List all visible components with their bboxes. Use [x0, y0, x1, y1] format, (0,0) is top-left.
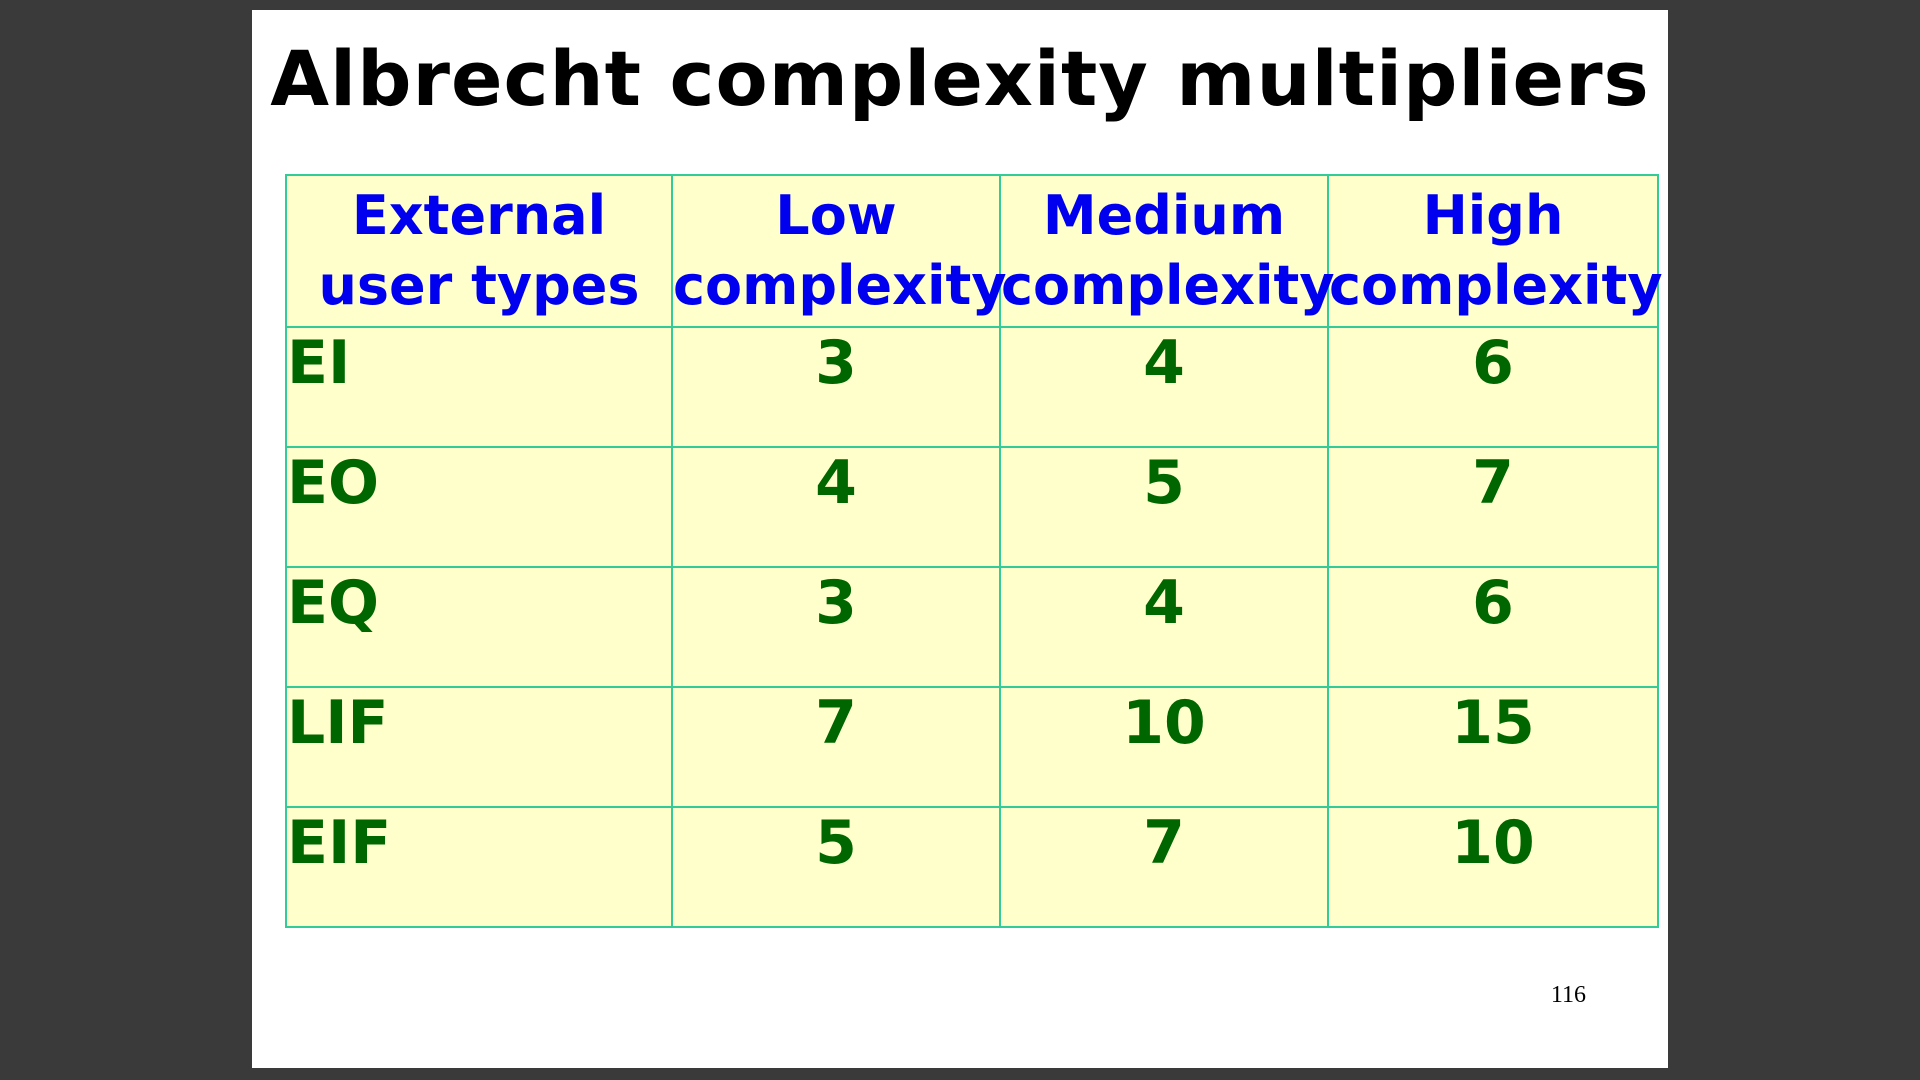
header-user-types: External user types — [285, 174, 673, 328]
cell-high: 15 — [1327, 686, 1659, 808]
cell-high: 6 — [1327, 326, 1659, 448]
header-line: Medium — [1042, 184, 1286, 247]
cell-high: 6 — [1327, 566, 1659, 688]
cell-low: 3 — [671, 326, 1001, 448]
row-label: EIF — [285, 806, 673, 928]
row-label: EI — [285, 326, 673, 448]
header-low-complexity: Low complexity — [671, 174, 1007, 328]
table-row: EQ 3 4 6 — [285, 566, 1659, 688]
page-number: 116 — [1550, 982, 1586, 1008]
cell-low: 3 — [671, 566, 1001, 688]
header-line: user types — [318, 254, 640, 317]
cell-medium: 4 — [999, 566, 1329, 688]
cell-medium: 7 — [999, 806, 1329, 928]
header-line: complexity — [1001, 254, 1335, 317]
table-row: EI 3 4 6 — [285, 326, 1659, 448]
header-line: complexity — [673, 254, 1007, 317]
header-line: Low — [775, 184, 897, 247]
header-line: complexity — [1329, 254, 1663, 317]
cell-high: 10 — [1327, 806, 1659, 928]
header-line: High — [1422, 184, 1564, 247]
slide: Albrecht complexity multipliers External… — [252, 10, 1668, 1068]
cell-high: 7 — [1327, 446, 1659, 568]
slide-title: Albrecht complexity multipliers — [270, 34, 1650, 123]
row-label: EQ — [285, 566, 673, 688]
table-row: EO 4 5 7 — [285, 446, 1659, 568]
cell-medium: 10 — [999, 686, 1329, 808]
header-high-complexity: High complexity — [1327, 174, 1663, 328]
header-line: External — [351, 184, 607, 247]
row-label: EO — [285, 446, 673, 568]
table-row: LIF 7 10 15 — [285, 686, 1659, 808]
header-medium-complexity: Medium complexity — [999, 174, 1335, 328]
table-row: EIF 5 7 10 — [285, 806, 1659, 928]
cell-medium: 5 — [999, 446, 1329, 568]
cell-low: 5 — [671, 806, 1001, 928]
cell-low: 4 — [671, 446, 1001, 568]
row-label: LIF — [285, 686, 673, 808]
cell-low: 7 — [671, 686, 1001, 808]
cell-medium: 4 — [999, 326, 1329, 448]
